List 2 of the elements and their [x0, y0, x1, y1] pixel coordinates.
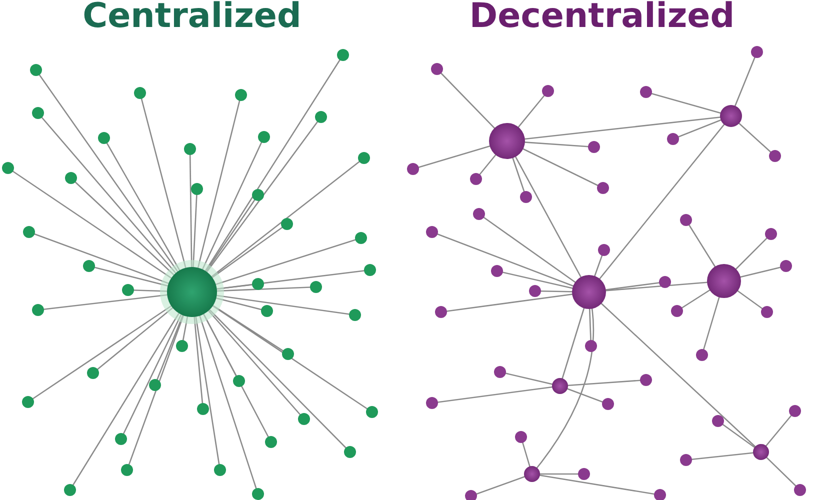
heading: Decentralized: [468, 0, 736, 36]
heading: Centralized: [82, 0, 302, 36]
